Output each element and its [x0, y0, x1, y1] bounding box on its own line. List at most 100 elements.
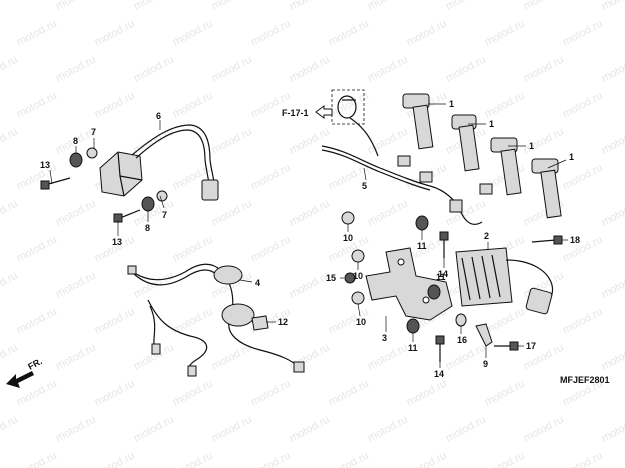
watermark-text: motod.ru — [0, 126, 20, 157]
callout-9: 9 — [483, 359, 488, 369]
callout-1-d: 1 — [569, 152, 574, 162]
callout-1-a: 1 — [449, 99, 454, 109]
watermark-text: motod.ru — [522, 0, 566, 13]
watermark-text: motod.ru — [600, 414, 625, 445]
watermark-text: motod.ru — [93, 18, 137, 49]
part-bolt-13-top[interactable] — [40, 177, 71, 190]
callout-17: 17 — [526, 341, 536, 351]
watermark-text: motod.ru — [93, 90, 137, 121]
part-control-unit[interactable] — [99, 124, 219, 201]
part-bolt-18[interactable] — [531, 235, 563, 245]
part-collar-8-top[interactable] — [69, 152, 83, 168]
part-bolt-17[interactable] — [494, 341, 519, 351]
watermark-text: motod.ru — [561, 90, 605, 121]
watermark-text: motod.ru — [54, 54, 98, 85]
watermark-text: motod.ru — [54, 342, 98, 373]
watermark-text: motod.ru — [54, 198, 98, 229]
callout-16: 16 — [457, 335, 467, 345]
watermark-text: motod.ru — [405, 378, 449, 409]
part-cap-12[interactable] — [251, 315, 269, 331]
watermark-text: motod.ru — [561, 234, 605, 265]
watermark-text: motod.ru — [210, 0, 254, 13]
watermark-text: motod.ru — [366, 126, 410, 157]
part-grommet-10-c[interactable] — [351, 291, 365, 305]
watermark-text: motod.ru — [93, 450, 137, 468]
watermark-text: motod.ru — [249, 450, 293, 468]
part-bolt-14-a[interactable] — [439, 231, 449, 258]
watermark-text: motod.ru — [288, 54, 332, 85]
watermark-text: motod.ru — [600, 270, 625, 301]
watermark-text: motod.ru — [522, 54, 566, 85]
part-wire-harness[interactable] — [127, 263, 305, 377]
watermark-text: motod.ru — [366, 342, 410, 373]
watermark-text: motod.ru — [0, 198, 20, 229]
watermark-text: motod.ru — [327, 18, 371, 49]
callout-10-b: 10 — [353, 271, 363, 281]
direction-indicator: FR. — [6, 356, 44, 388]
part-ignition-coil-1[interactable] — [402, 93, 434, 150]
watermark-text: motod.ru — [54, 270, 98, 301]
watermark-text: motod.ru — [93, 378, 137, 409]
reference-label: F-17-1 — [282, 108, 309, 118]
watermark-text: motod.ru — [561, 306, 605, 337]
watermark-text: motod.ru — [561, 18, 605, 49]
part-clamp-ref[interactable] — [331, 89, 365, 125]
watermark-text: motod.ru — [132, 54, 176, 85]
watermark-text: motod.ru — [327, 450, 371, 468]
callout-14-a: 14 — [438, 269, 448, 279]
callout-13-top: 13 — [40, 160, 50, 170]
watermark-text: motod.ru — [366, 0, 410, 13]
direction-label: FR. — [26, 356, 43, 372]
part-ignition-coil-2[interactable] — [451, 114, 480, 172]
watermark-text: motod.ru — [210, 198, 254, 229]
part-bracket[interactable] — [365, 247, 453, 321]
part-subharness[interactable] — [321, 117, 493, 225]
reference-pointer[interactable]: F-17-1 — [282, 105, 333, 119]
part-nut-15[interactable] — [344, 272, 356, 284]
watermark-text: motod.ru — [0, 414, 20, 445]
part-grommet-10-b[interactable] — [351, 249, 365, 263]
callout-11-b: 11 — [408, 343, 418, 353]
part-grommet-10-a[interactable] — [341, 211, 355, 225]
callout-1-b: 1 — [489, 119, 494, 129]
part-washer-16[interactable] — [455, 313, 467, 327]
watermark-text: motod.ru — [483, 450, 527, 468]
part-collar-8-bottom[interactable] — [141, 196, 155, 212]
watermark-text: motod.ru — [600, 342, 625, 373]
callout-14-b: 14 — [434, 369, 444, 379]
watermark-text: motod.ru — [444, 414, 488, 445]
callout-8-bottom: 8 — [145, 223, 150, 233]
watermark-text: motod.ru — [0, 0, 20, 13]
callout-4: 4 — [255, 278, 260, 288]
part-collar-11-c[interactable] — [427, 284, 441, 300]
watermark-text: motod.ru — [405, 450, 449, 468]
part-clip-9[interactable] — [475, 323, 493, 347]
callout-8-top: 8 — [73, 136, 78, 146]
watermark-text: motod.ru — [561, 450, 605, 468]
watermark-text: motod.ru — [132, 414, 176, 445]
watermark-text: motod.ru — [15, 378, 59, 409]
part-collar-11-a[interactable] — [415, 215, 429, 231]
part-bolt-14-b[interactable] — [435, 335, 445, 362]
watermark-text: motod.ru — [288, 198, 332, 229]
part-collar-11-b[interactable] — [406, 318, 420, 334]
callout-7-top: 7 — [91, 127, 96, 137]
watermark-text: motod.ru — [483, 18, 527, 49]
part-grommet-7-bottom[interactable] — [156, 190, 168, 202]
watermark-text: motod.ru — [0, 270, 20, 301]
callout-labels: 1 1 1 1 2 3 4 5 6 7 7 8 8 9 10 10 10 11 … — [40, 99, 580, 379]
watermark-text: motod.ru — [600, 0, 625, 13]
part-grommet-7-top[interactable] — [86, 147, 98, 159]
part-ignition-coil-3[interactable] — [490, 137, 522, 196]
watermark-text: motod.ru — [15, 18, 59, 49]
watermark-text: motod.ru — [54, 0, 98, 13]
callout-15: 15 — [326, 273, 336, 283]
watermark-text: motod.ru — [210, 54, 254, 85]
part-regulator[interactable] — [455, 247, 554, 315]
part-ignition-coil-4[interactable] — [531, 158, 562, 219]
watermark-text: motod.ru — [15, 450, 59, 468]
callout-7-bottom: 7 — [162, 210, 167, 220]
watermark-text: motod.ru — [288, 126, 332, 157]
